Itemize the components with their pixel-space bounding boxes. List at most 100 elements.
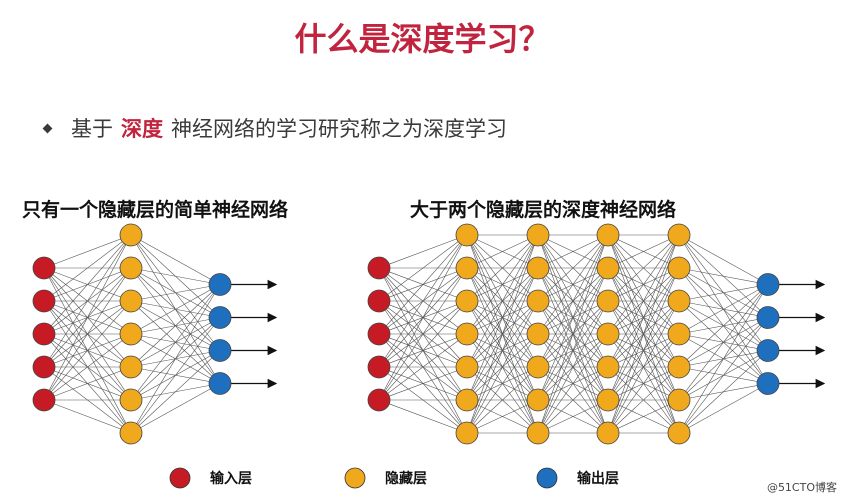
- right-network-edge: [466, 234, 539, 302]
- right-network-edge: [378, 366, 468, 401]
- left-network-edge: [43, 267, 132, 401]
- right-network-edge: [678, 383, 769, 434]
- left-network-hidden-node: [119, 355, 143, 379]
- bullet-highlight: 深度: [121, 117, 163, 141]
- left-network-edge: [43, 234, 132, 269]
- right-network-input-node: [367, 355, 391, 379]
- right-network-edge: [378, 234, 468, 269]
- right-network-hidden-node: [667, 388, 691, 412]
- left-network-output-node: [208, 306, 232, 329]
- legend-output-label: 输出层: [577, 470, 619, 487]
- right-network-edge: [537, 234, 609, 335]
- right-network-hidden-node: [667, 322, 691, 346]
- right-network-hidden-node: [455, 289, 479, 313]
- right-network-edge: [678, 284, 769, 401]
- right-network-hidden-node: [455, 322, 479, 346]
- right-network-edge: [678, 350, 769, 434]
- right-network-hidden-node: [526, 355, 550, 379]
- right-network-edge: [378, 234, 468, 368]
- right-network-edge: [378, 234, 468, 335]
- legend-input-marker: [169, 467, 191, 489]
- right-network-hidden-node: [526, 223, 550, 247]
- left-network-output-node: [208, 273, 232, 296]
- left-network-edge: [130, 284, 221, 401]
- right-network-input-node: [367, 388, 391, 412]
- right-network-edge: [537, 399, 609, 434]
- right-network: [367, 223, 826, 445]
- left-network-hidden-node: [119, 322, 143, 346]
- left-network-hidden-node: [119, 421, 143, 445]
- right-network-hidden-node: [667, 289, 691, 313]
- right-network-edge: [378, 333, 468, 401]
- left-network-edge: [43, 234, 132, 335]
- right-network-edge: [607, 300, 680, 434]
- right-network-input-node: [367, 289, 391, 313]
- right-network-edge: [378, 300, 468, 401]
- left-network-edge: [130, 267, 221, 285]
- right-network-edge: [466, 234, 539, 401]
- legend-input-label: 输入层: [210, 470, 252, 487]
- right-network-hidden-node: [455, 421, 479, 445]
- left-network-input-node: [32, 322, 56, 346]
- left-network-edge: [130, 350, 221, 434]
- watermark: @51CTO博客: [766, 481, 837, 494]
- left-network-edge: [43, 234, 132, 302]
- left-network-edge: [130, 234, 221, 285]
- right-network-hidden-node: [596, 421, 620, 445]
- right-network-edge: [537, 234, 609, 368]
- right-network-hidden-node: [455, 355, 479, 379]
- right-network-hidden-node: [526, 256, 550, 280]
- left-network-input-node: [32, 388, 56, 412]
- left-network-edge: [130, 284, 221, 368]
- right-network-edge: [678, 284, 769, 434]
- left-network-output-node: [208, 372, 232, 395]
- right-network-output-node: [756, 306, 780, 329]
- left-network-output-node: [208, 339, 232, 362]
- right-network-hidden-node: [526, 388, 550, 412]
- right-network-hidden-node: [667, 256, 691, 280]
- right-network-edge: [537, 234, 609, 401]
- right-network-edge: [678, 284, 769, 368]
- left-network-edge: [43, 399, 132, 434]
- right-network-edge: [607, 234, 680, 434]
- right-network-hidden-node: [596, 355, 620, 379]
- right-network-edge: [466, 267, 539, 434]
- right-network-edge: [466, 333, 539, 434]
- left-network-edge: [130, 284, 221, 434]
- left-network-hidden-node: [119, 223, 143, 247]
- right-network-hidden-node: [596, 289, 620, 313]
- right-network-edge: [378, 399, 468, 434]
- right-network-hidden-node: [596, 256, 620, 280]
- right-network-hidden-node: [596, 322, 620, 346]
- left-network-hidden-node: [119, 388, 143, 412]
- right-network-hidden-node: [455, 388, 479, 412]
- left-network-edge: [43, 300, 132, 401]
- right-network-hidden-node: [667, 421, 691, 445]
- right-network-edge: [607, 234, 680, 335]
- left-network-edge: [130, 284, 221, 335]
- left-network-edge: [43, 366, 132, 401]
- right-network-edge: [607, 234, 680, 269]
- right-network-edge: [678, 284, 769, 335]
- right-network-edge: [378, 234, 468, 401]
- right-network-edge: [466, 234, 539, 368]
- right-network-edge: [537, 300, 609, 434]
- right-network-hidden-node: [667, 355, 691, 379]
- right-network-edge: [678, 317, 769, 434]
- right-network-edge: [678, 234, 769, 285]
- right-network-edge: [466, 399, 539, 434]
- left-network-input-node: [32, 355, 56, 379]
- right-network-edge: [378, 267, 468, 401]
- right-network-output-node: [756, 372, 780, 395]
- right-network-edge: [466, 234, 539, 434]
- right-network-edge: [537, 234, 609, 302]
- legend-output-marker: [536, 467, 558, 489]
- right-network-edge: [607, 234, 680, 302]
- left-network-edge: [43, 333, 132, 401]
- right-network-edge: [466, 366, 539, 434]
- legend: 输入层 隐藏层 输出层: [169, 467, 619, 489]
- right-network-output-node: [756, 339, 780, 362]
- left-network-hidden-node: [119, 289, 143, 313]
- left-network-caption: 只有一个隐藏层的简单神经网络: [22, 199, 289, 221]
